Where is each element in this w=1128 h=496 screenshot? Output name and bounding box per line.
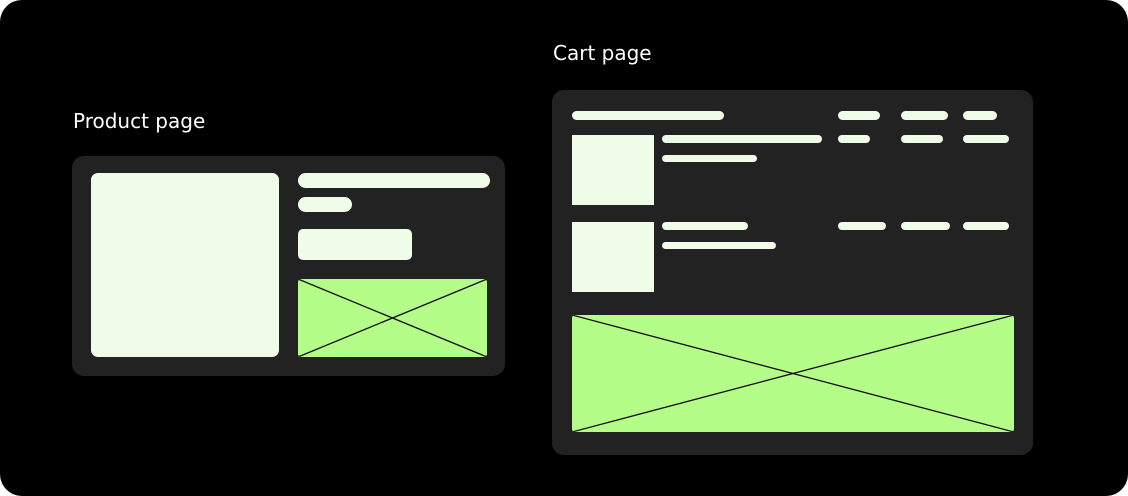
cart-item-image <box>572 135 654 205</box>
product-price-bar <box>298 197 352 212</box>
cart-header-bar <box>572 111 724 120</box>
cart-item-value-bar <box>901 222 950 230</box>
cart-item-value-bar <box>838 135 870 143</box>
column-header-bar <box>963 111 997 120</box>
column-header-bar <box>901 111 948 120</box>
cart-item-value-bar <box>963 222 1009 230</box>
cart-item-value-bar <box>963 135 1009 143</box>
cart-item-value-bar <box>901 135 943 143</box>
column-header-bar <box>838 111 880 120</box>
cart-item-value-bar <box>838 222 886 230</box>
cart-item-name-bar <box>662 135 822 143</box>
cart-item-image <box>572 222 654 292</box>
product-title-bar <box>298 173 490 188</box>
product-page-title: Product page <box>73 109 206 133</box>
add-to-cart-button-block <box>298 229 412 260</box>
cart-page-title: Cart page <box>553 41 652 65</box>
cart-item-detail-bar <box>662 155 757 162</box>
cart-placeholder-image <box>572 315 1014 432</box>
product-image-block <box>91 173 279 357</box>
cart-item-detail-bar <box>662 242 776 249</box>
cart-item-name-bar <box>662 222 748 230</box>
product-placeholder-image <box>298 279 487 357</box>
